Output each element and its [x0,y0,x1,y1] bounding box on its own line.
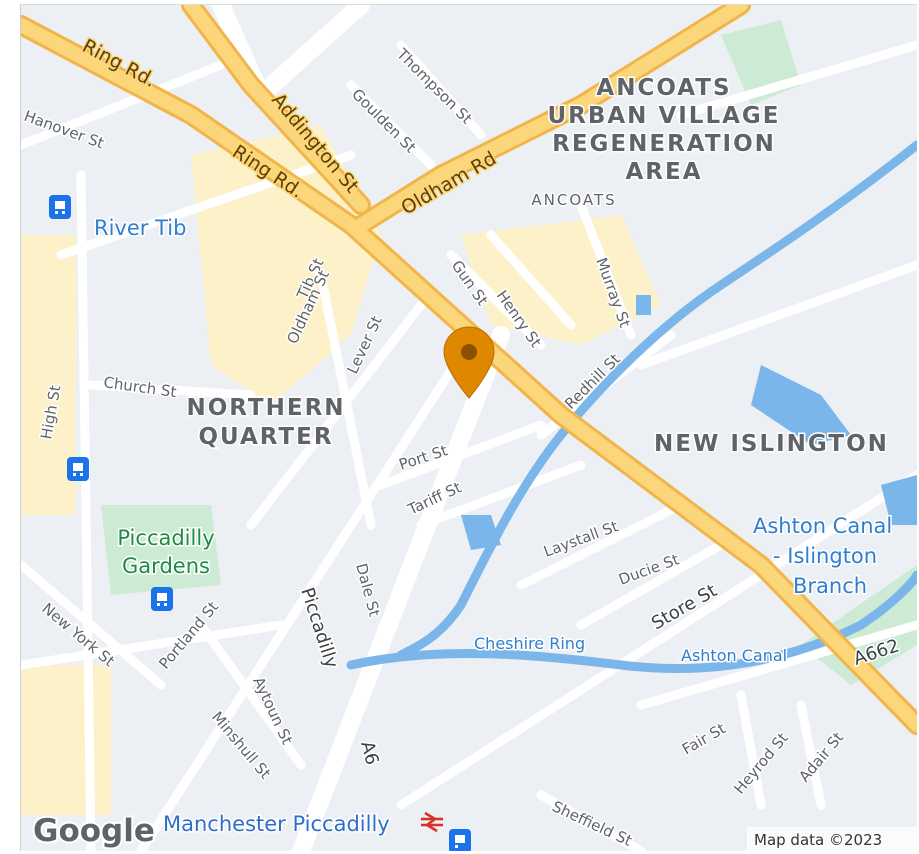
label-ancoats-urban-2: URBAN VILLAGE [547,103,780,129]
poi-area-left [21,235,76,515]
label-ashton-canal-branch-1: Ashton Canal [753,514,892,538]
canal-ashton [346,570,917,674]
district-labels: ANCOATS URBAN VILLAGE REGENERATION AREA … [185,74,889,459]
map-svg[interactable]: Ring Rd. Ring Rd. Addington St Oldham Rd… [21,5,917,851]
label-northern-quarter-1: NORTHERN [186,395,345,421]
street-line [86,380,256,400]
street-line-north [252,5,370,104]
label-piccadilly-gardens-2: Gardens [122,554,210,578]
label-ancoats-urban-4: AREA [625,159,702,185]
street-line-piccadilly-a6 [292,326,510,851]
water-basin-new-islington [751,365,851,445]
street-line [486,230,576,330]
street-line [636,620,917,710]
label-piccadilly-gardens-1: Piccadilly [117,526,214,550]
street-line [516,500,686,590]
tram-icon[interactable] [49,195,71,219]
location-pin-icon[interactable] [443,326,495,399]
street-line [796,700,826,810]
street-line [536,790,646,851]
street-line [446,250,546,350]
street-line [636,260,917,370]
tram-icon[interactable] [449,829,471,851]
street-line [21,620,286,670]
canal-rochdale [396,140,917,660]
google-logo[interactable]: Google [31,811,157,851]
water-features [346,140,917,674]
label-manchester-piccadilly: Manchester Piccadilly [163,812,390,836]
rail-icon [421,811,443,833]
label-ashton-canal-branch-2: - Islington [773,544,877,568]
park-piccadilly-gardens [101,505,221,595]
label-ancoats: ANCOATS [531,191,616,209]
label-ancoats-urban-1: ANCOATS [596,75,731,101]
label-new-islington: NEW ISLINGTON [654,431,889,457]
street-line [136,350,466,851]
map-attribution[interactable]: Map data ©2023 [754,831,882,849]
street-line [396,470,917,810]
street-line [576,200,636,340]
label-cheshire-ring: Cheshire Ring [474,634,585,653]
ring-road [21,5,917,735]
water-basin-small [461,515,501,550]
water-canal-east [881,475,917,525]
street-line [76,170,96,851]
street-line [676,40,917,120]
label-ancoats-urban-3: REGENERATION [552,131,776,157]
street-line [736,690,766,810]
transit-icons [49,195,471,851]
map-canvas[interactable]: Ring Rd. Ring Rd. Addington St Oldham Rd… [20,4,917,851]
attribution-background [747,827,917,851]
street-line [56,150,356,260]
water-pond [636,295,651,315]
label-ashton-canal: Ashton Canal [681,646,787,665]
ring-road-addington-fill [184,5,368,212]
tram-icon[interactable] [67,457,89,481]
street-grid [21,5,917,851]
poi-area-bottom-left [21,665,111,815]
street-line [576,540,726,630]
street-line [346,80,436,170]
street-line [396,40,486,140]
water-labels: River Tib Ashton Canal - Islington Branc… [93,215,894,667]
street-line [246,300,426,530]
label-river-tib: River Tib [94,216,186,240]
street-line [416,460,586,530]
street-line [316,270,376,530]
park-labels: Piccadilly Gardens [116,525,216,580]
label-northern-quarter-2: QUARTER [198,424,333,450]
ring-road-main-fill [21,18,917,732]
street-line [196,620,306,770]
street-line [21,60,226,150]
tram-icon[interactable] [151,587,173,611]
street-line [21,560,166,690]
ring-road-oldham-rd-fill [354,5,748,232]
label-ashton-canal-branch-3: Branch [793,574,867,598]
